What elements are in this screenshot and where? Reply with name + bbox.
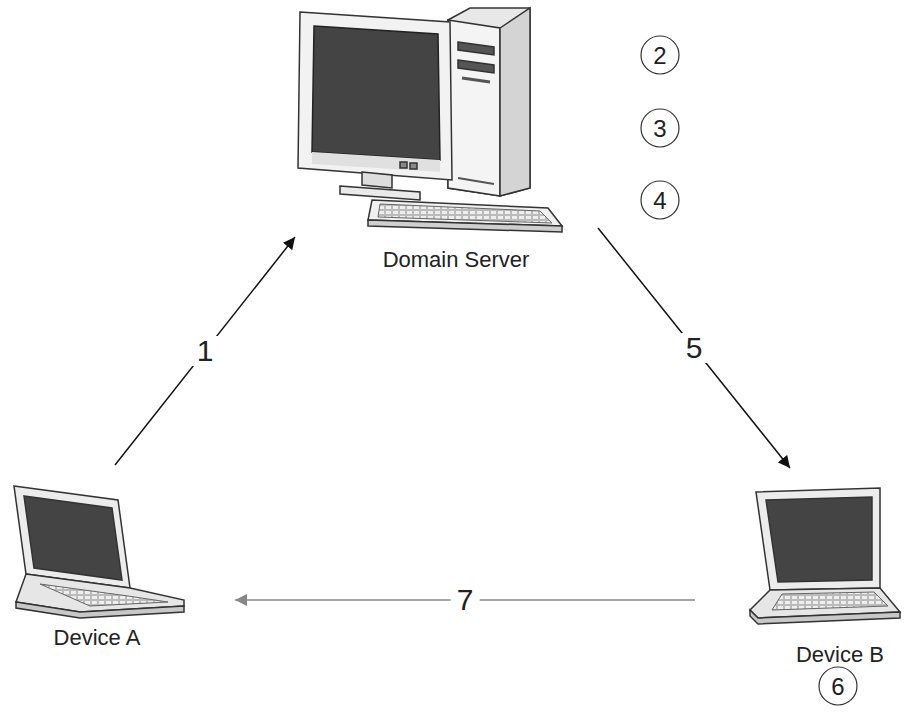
node-label: Domain Server [383,247,530,273]
laptop-a [14,486,184,618]
callout-circles [641,36,857,705]
device-node: Device B [695,468,905,670]
step-number: 5 [680,333,709,363]
server-computer [298,8,562,232]
connector-arrow [598,228,790,468]
node-label: Device B [796,642,884,668]
callout-number: 6 [831,675,844,699]
step-number: 7 [451,585,480,615]
device-node: Device A [5,465,235,660]
callout-number: 2 [653,44,666,68]
server-node: Domain Server [295,0,598,285]
laptop-b [750,488,900,624]
step-number: 1 [191,336,220,366]
callout-number: 4 [653,189,666,213]
connector-arrow [115,237,295,465]
callout-number: 3 [653,117,666,141]
node-label: Device A [54,625,141,651]
